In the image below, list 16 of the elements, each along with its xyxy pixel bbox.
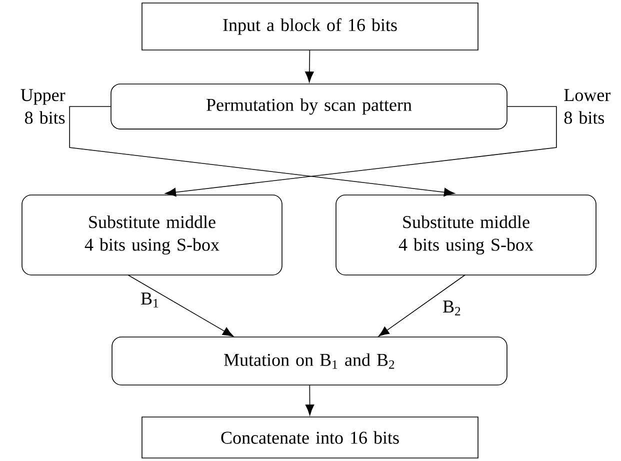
edge-label: B$_{2}$ xyxy=(443,300,460,316)
arrow xyxy=(128,274,234,337)
input-output-box: Input a block of 16 bits xyxy=(142,2,478,50)
arrow xyxy=(69,106,455,197)
process-box: Permutation by scan pattern xyxy=(110,84,508,130)
process-box: Substitute middle 4 bits using S-box xyxy=(336,194,596,276)
arrow xyxy=(165,106,557,197)
edge-label: Upper 8 bits xyxy=(20,89,66,124)
arrow xyxy=(305,50,314,82)
arrow xyxy=(305,385,314,416)
arrow xyxy=(378,274,466,336)
process-box: Substitute middle 4 bits using S-box xyxy=(22,194,282,276)
edge-label: B$_{1}$ xyxy=(141,292,158,308)
edge-label: Lower 8 bits xyxy=(564,89,610,124)
input-output-box: Concatenate into 16 bits xyxy=(142,416,478,458)
process-box: Mutation on B$_{1}$ and B$_{2}$ xyxy=(112,336,508,386)
